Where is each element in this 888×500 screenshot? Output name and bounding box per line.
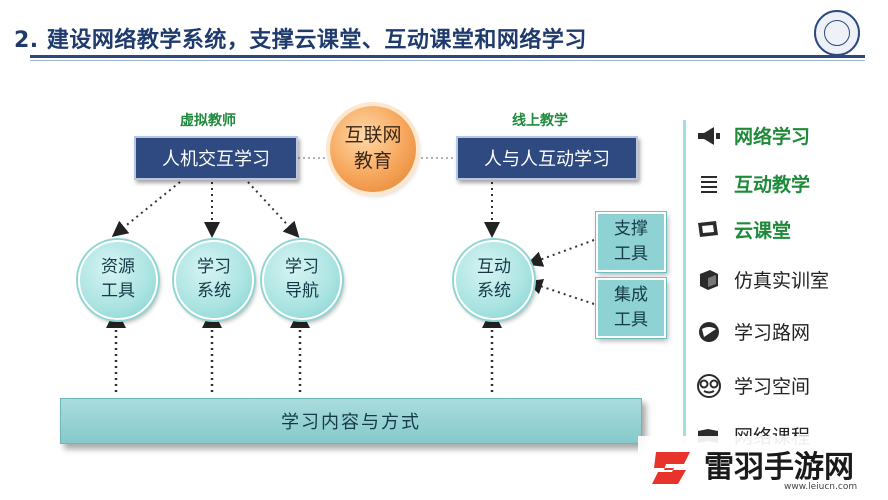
feature-panel: 网络学习 互动教学 云课堂 仿真实训室 学习路网 学习空间 网络课程 [683, 120, 886, 448]
slide-title: 2. 建设网络教学系统，支撑云课堂、互动课堂和网络学习 [14, 28, 587, 53]
circle-text-2: 系统 [477, 281, 511, 301]
arrow-support-to-interactive [526, 239, 595, 267]
watermark-brand: 雷羽手游网 [704, 450, 854, 485]
side-box-line-1: 支撑 [614, 219, 648, 240]
circle-text-2: 工具 [101, 281, 135, 301]
monitor-icon [694, 217, 724, 243]
panel-item-network-learning: 网络学习 [694, 122, 810, 149]
box-interpersonal-learning-text: 人与人互动学习 [484, 149, 610, 170]
panel-item-simulation-lab: 仿真实训室 [694, 266, 829, 293]
center-line-1: 互联网 [344, 124, 402, 147]
panel-item-interactive-teaching: 互动教学 [694, 170, 810, 197]
list-lines-icon [694, 171, 724, 197]
title-divider-thin [30, 60, 865, 61]
cube-icon [694, 267, 724, 293]
arrow-to-resource [111, 181, 181, 238]
internet-education-circle: 互联网 教育 [330, 106, 416, 192]
side-box-line-1: 集成 [614, 285, 648, 306]
circle-text-1: 学习 [285, 257, 319, 278]
megaphone-icon [694, 123, 724, 149]
panel-label: 云课堂 [734, 220, 792, 242]
circle-study-system: 学习 系统 [174, 240, 254, 320]
circle-text-1: 资源 [101, 257, 135, 278]
learning-content-text: 学习内容与方式 [281, 412, 421, 433]
face-glasses-icon [694, 373, 724, 399]
panel-label: 学习空间 [734, 376, 811, 398]
arrow-integration-to-interactive [526, 278, 595, 305]
circle-resource-tools: 资源 工具 [78, 240, 158, 320]
label-online-teaching: 线上教学 [512, 113, 568, 129]
panel-label: 学习路网 [734, 322, 811, 344]
box-human-computer-learning: 人机交互学习 [134, 136, 298, 180]
side-box-line-2: 工具 [614, 310, 648, 330]
circle-interactive-system: 互动 系统 [454, 240, 534, 320]
circle-text-2: 导航 [285, 281, 319, 301]
arrow-to-navigation [247, 181, 300, 238]
brand-logo-icon [652, 452, 690, 484]
box-support-tools: 支撑 工具 [596, 212, 666, 272]
panel-item-learning-network: 学习路网 [694, 318, 810, 345]
box-human-computer-learning-text: 人机交互学习 [162, 149, 270, 170]
watermark-url: www.leiucn.com [784, 482, 858, 492]
panel-label: 互动教学 [734, 174, 811, 196]
globe-icon [694, 319, 724, 345]
box-integration-tools: 集成 工具 [596, 278, 666, 338]
label-virtual-teacher: 虚拟教师 [180, 113, 236, 129]
university-seal-icon [814, 10, 860, 56]
panel-label: 网络学习 [734, 126, 811, 148]
panel-item-learning-space: 学习空间 [694, 372, 810, 399]
circle-study-navigation: 学习 导航 [262, 240, 342, 320]
circle-text-1: 学习 [197, 257, 231, 278]
watermark: 雷羽手游网 www.leiucn.com [638, 436, 888, 500]
panel-label: 仿真实训室 [734, 270, 830, 292]
side-box-line-2: 工具 [614, 244, 648, 264]
learning-content-bar: 学习内容与方式 [60, 398, 642, 444]
circle-text-2: 系统 [197, 281, 231, 301]
seal-inner-ring [824, 20, 850, 46]
circle-text-1: 互动 [477, 257, 511, 278]
panel-item-cloud-classroom: 云课堂 [694, 216, 791, 243]
box-interpersonal-learning: 人与人互动学习 [456, 136, 638, 180]
center-line-2: 教育 [353, 150, 392, 172]
title-divider [30, 55, 865, 58]
